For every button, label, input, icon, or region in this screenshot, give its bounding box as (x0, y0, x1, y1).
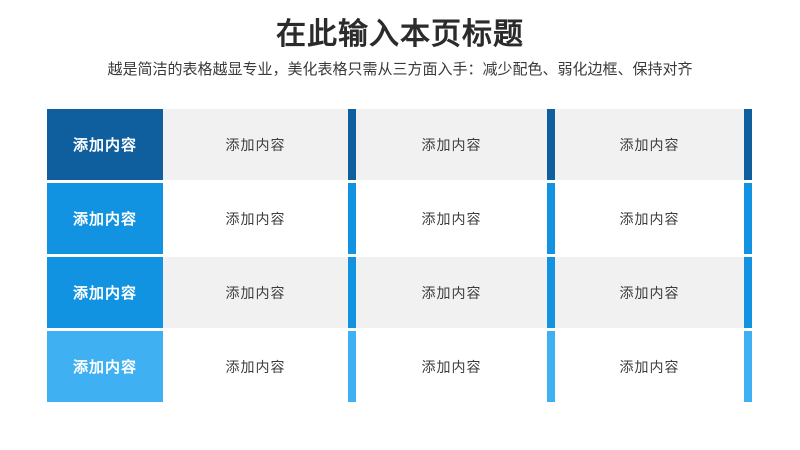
page-subtitle[interactable]: 越是简洁的表格越显专业，美化表格只需从三方面入手：减少配色、弱化边框、保持对齐 (107, 61, 693, 78)
table-cell[interactable]: 添加内容 (356, 109, 547, 180)
row-accent-bar (348, 257, 356, 328)
row-header-cell[interactable]: 添加内容 (47, 331, 163, 402)
row-accent-bar (547, 183, 555, 254)
row-accent-bar (744, 331, 752, 402)
row-accent-bar (744, 183, 752, 254)
row-accent-bar (348, 331, 356, 402)
page-title[interactable]: 在此输入本页标题 (276, 18, 524, 51)
row-accent-bar (547, 109, 555, 180)
row-accent-bar (348, 183, 356, 254)
table-cell[interactable]: 添加内容 (356, 331, 547, 402)
row-header-cell[interactable]: 添加内容 (47, 257, 163, 328)
row-header-cell[interactable]: 添加内容 (47, 183, 163, 254)
row-accent-bar (547, 331, 555, 402)
table-cell[interactable]: 添加内容 (555, 109, 744, 180)
row-accent-bar (547, 257, 555, 328)
row-accent-bar (744, 109, 752, 180)
table-cell[interactable]: 添加内容 (555, 183, 744, 254)
table-cell[interactable]: 添加内容 (555, 331, 744, 402)
row-accent-bar (744, 257, 752, 328)
table-cell[interactable]: 添加内容 (356, 183, 547, 254)
table-cell[interactable]: 添加内容 (163, 331, 348, 402)
table-cell[interactable]: 添加内容 (163, 257, 348, 328)
table-cell[interactable]: 添加内容 (356, 257, 547, 328)
row-header-cell[interactable]: 添加内容 (47, 109, 163, 180)
table-cell[interactable]: 添加内容 (163, 183, 348, 254)
table-cell[interactable]: 添加内容 (555, 257, 744, 328)
row-accent-bar (348, 109, 356, 180)
table-cell[interactable]: 添加内容 (163, 109, 348, 180)
content-table: 添加内容添加内容添加内容添加内容添加内容添加内容添加内容添加内容添加内容添加内容… (47, 109, 752, 402)
